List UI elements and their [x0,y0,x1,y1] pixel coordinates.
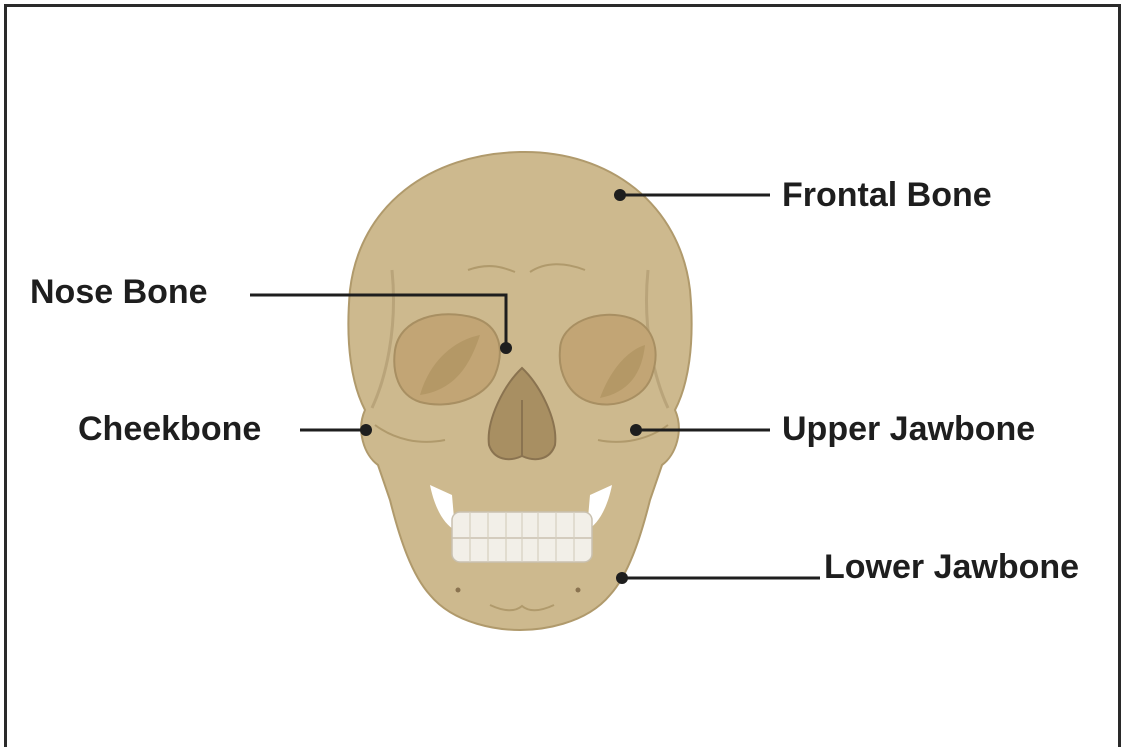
upper-jaw-dot [630,424,642,436]
teeth [452,512,592,562]
lower-jaw-dot [616,572,628,584]
cheek-dot [360,424,372,436]
cheekbone-label: Cheekbone [78,412,261,446]
skull [348,152,691,630]
nose-bone-label: Nose Bone [30,275,208,309]
frontal-bone-label: Frontal Bone [782,178,992,212]
nose-dot [500,342,512,354]
frontal-dot [614,189,626,201]
lower-jawbone-label: Lower Jawbone [824,550,1079,584]
upper-jawbone-label: Upper Jawbone [782,412,1035,446]
